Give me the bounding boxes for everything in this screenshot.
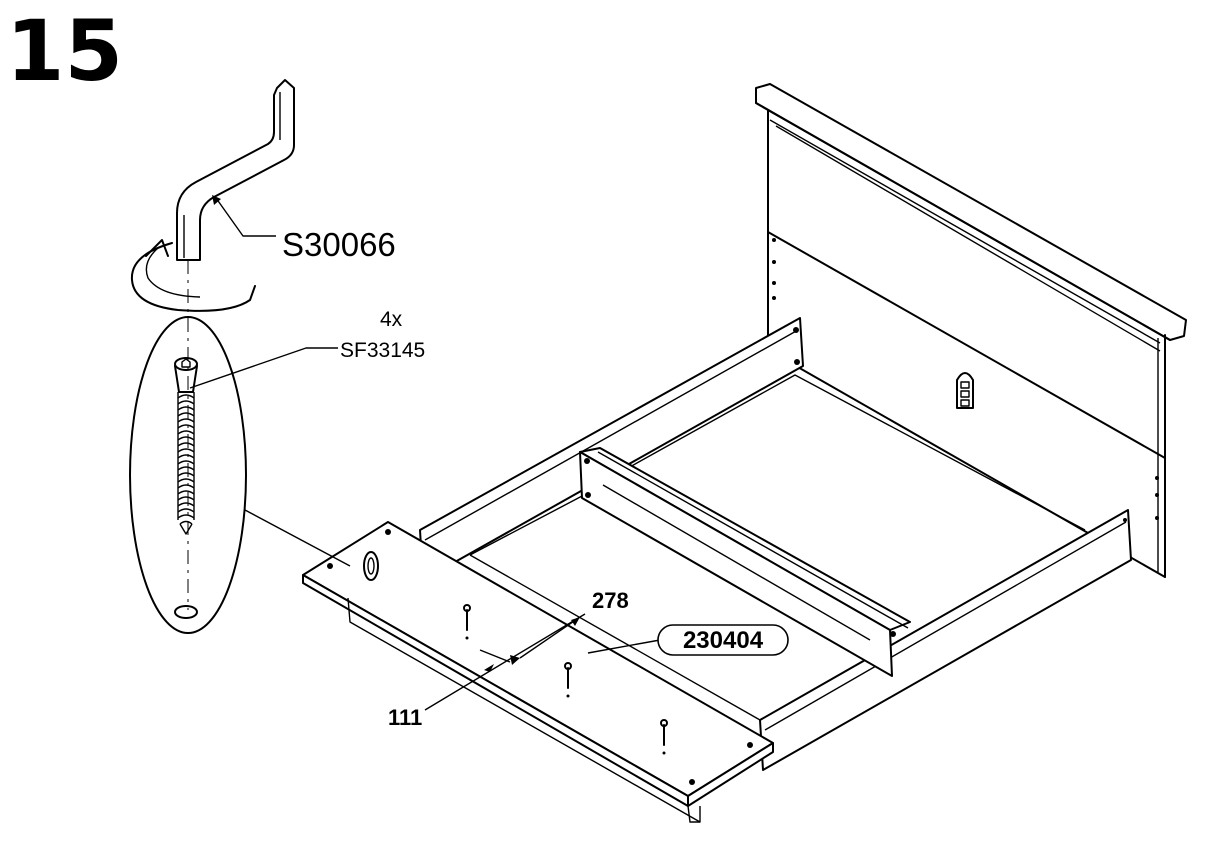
bed-frame xyxy=(302,317,1132,823)
tool-code: S30066 xyxy=(282,226,396,263)
headboard xyxy=(755,83,1187,578)
screw-code: SF33145 xyxy=(340,339,425,362)
cable-clip-icon xyxy=(956,372,974,409)
step-number: 15 xyxy=(6,2,123,100)
screw-quantity: 4x xyxy=(380,308,403,331)
part-code: 230404 xyxy=(683,627,764,654)
rotate-clockwise-icon xyxy=(130,239,256,312)
part-callout xyxy=(657,624,789,656)
screw-icon xyxy=(174,357,198,619)
dimension-278: 278 xyxy=(592,588,629,613)
screw-detail-bubble xyxy=(129,316,247,634)
dimension-111: 111 xyxy=(388,705,422,730)
dimension-arrows xyxy=(424,613,586,711)
dowel-pin xyxy=(463,604,668,755)
allen-key-icon xyxy=(176,79,295,261)
